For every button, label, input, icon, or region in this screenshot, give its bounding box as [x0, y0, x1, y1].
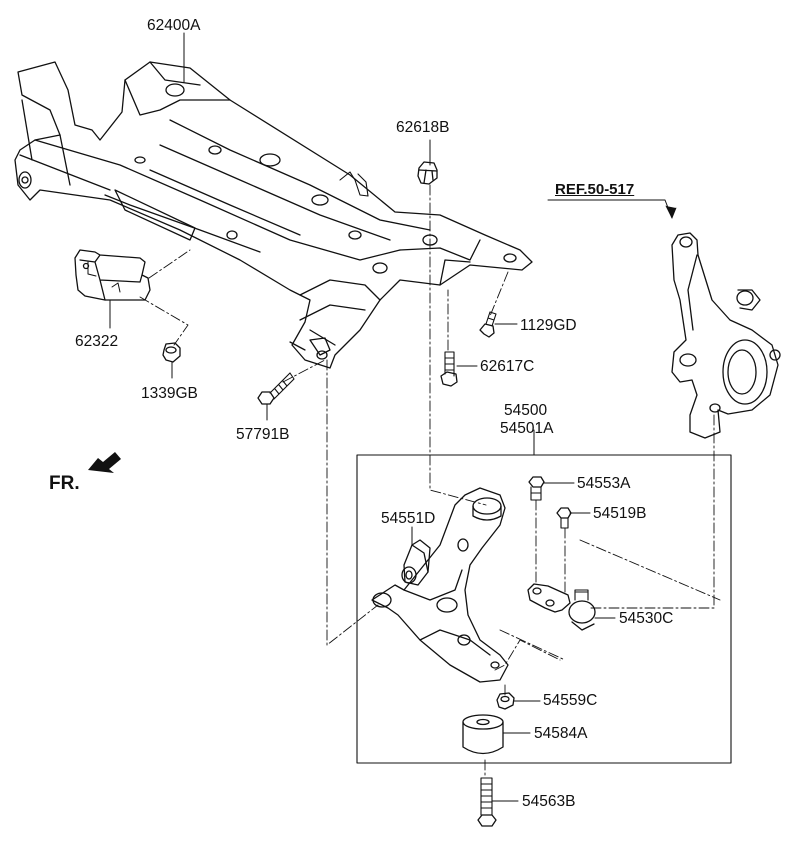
leader-lines [109, 32, 673, 802]
bolt-54563b-drawing [477, 777, 497, 827]
label-54584a: 54584A [534, 725, 588, 742]
label-54559c: 54559C [543, 692, 598, 709]
bushing-54584a-drawing [462, 714, 504, 755]
label-54530c: 54530C [619, 610, 674, 627]
label-62618b: 62618B [396, 119, 450, 136]
label-1339gb: 1339GB [141, 385, 198, 402]
label-front: FR. [49, 473, 80, 494]
bolt-54519b-drawing [556, 507, 572, 529]
bolt-54553a-drawing [528, 476, 545, 501]
bushing-54551d-drawing [401, 539, 431, 586]
label-62617c: 62617C [480, 358, 535, 375]
knuckle-drawing [671, 232, 781, 439]
subframe-62400a-drawing [14, 61, 533, 369]
bracket-62322-drawing [74, 249, 151, 301]
label-54553a: 54553A [577, 475, 631, 492]
label-54519b: 54519B [593, 505, 647, 522]
ball-joint-54530c-drawing [527, 583, 596, 631]
label-54551d: 54551D [381, 510, 436, 527]
label-54500: 54500 [504, 402, 548, 419]
ref-arrowhead-icon [665, 205, 677, 219]
label-57791b: 57791B [236, 426, 290, 443]
assembly-box [356, 454, 732, 764]
lower-arm-drawing [371, 487, 509, 683]
bolt-1129gd-drawing [479, 311, 497, 338]
label-62322: 62322 [75, 333, 119, 350]
nut-62618b-drawing [417, 161, 438, 185]
bolt-62617c-drawing [440, 351, 458, 387]
label-ref-50-517: REF.50-517 [555, 181, 635, 198]
front-arrow-icon [88, 452, 121, 473]
dashed-guide-lines [139, 184, 721, 779]
label-54563b: 54563B [522, 793, 576, 810]
nut-1339gb-drawing [162, 342, 181, 363]
label-54501a: 54501A [500, 420, 554, 437]
nut-54559c-drawing [496, 692, 515, 710]
bolt-57791b-drawing [257, 372, 295, 405]
label-1129gd: 1129GD [520, 317, 577, 334]
label-62400a: 62400A [147, 17, 201, 34]
